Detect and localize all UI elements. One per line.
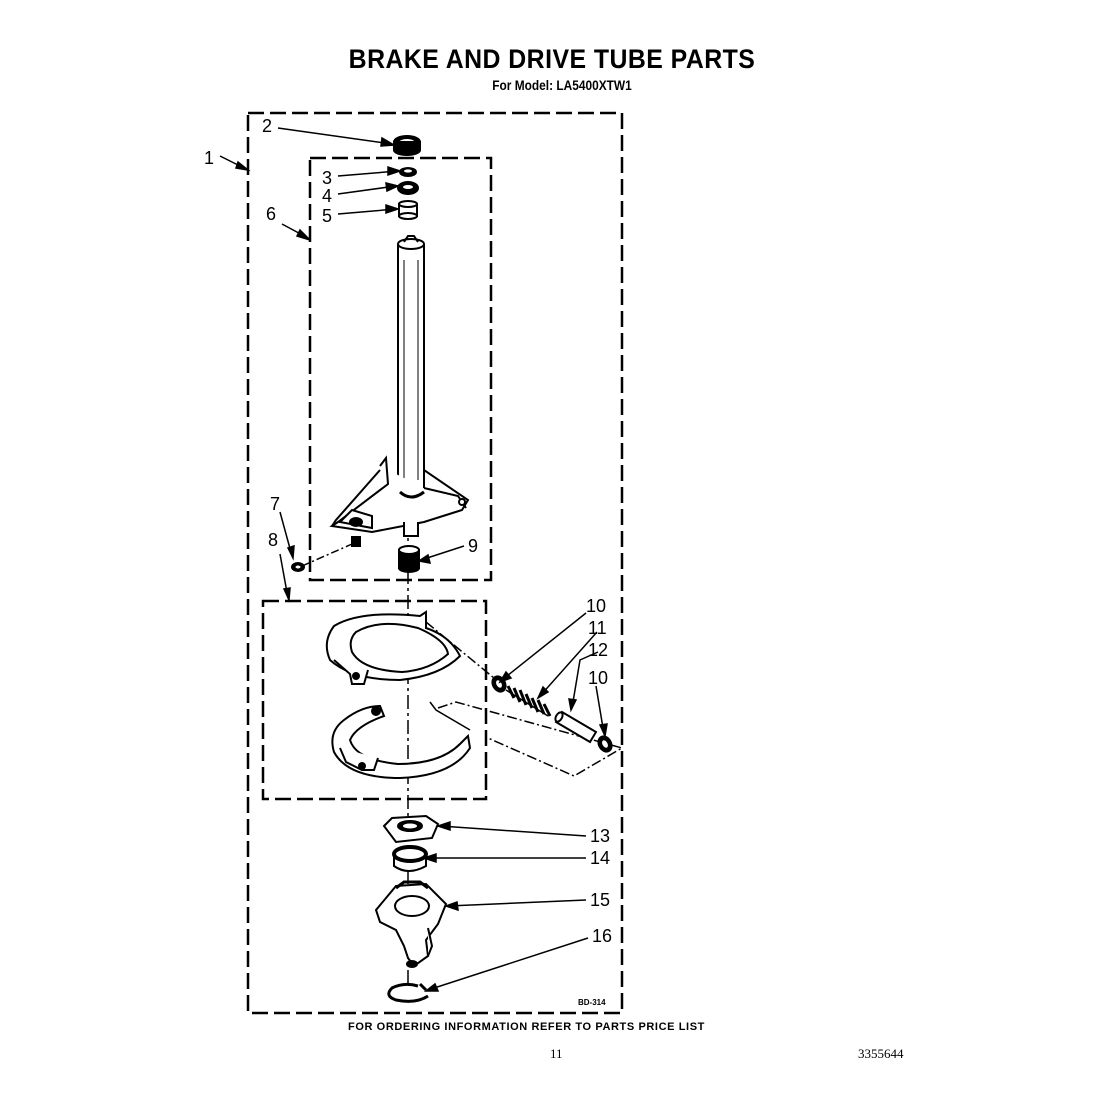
callout-3: 3 <box>322 168 332 188</box>
part-16-retaining-ring <box>387 982 429 1003</box>
callout-1: 1 <box>204 148 214 168</box>
diagram-code: BD-314 <box>578 998 606 1007</box>
callout-9: 9 <box>468 536 478 556</box>
callout-10b: 10 <box>588 668 608 688</box>
callout-13: 13 <box>590 826 610 846</box>
callout-4: 4 <box>322 186 332 206</box>
callout-15: 15 <box>590 890 610 910</box>
part-8-brake-shoe-upper <box>325 610 462 685</box>
callout-10a: 10 <box>586 596 606 616</box>
callout-labels: 1 2 3 4 5 6 7 8 9 10 11 12 10 13 14 15 1… <box>204 116 612 946</box>
page-number: 11 <box>550 1046 563 1061</box>
leader-lines <box>219 127 608 992</box>
part-14-ring <box>392 845 428 872</box>
page-title: BRAKE AND DRIVE TUBE PARTS <box>348 44 756 74</box>
part-6-drive-tube <box>329 235 470 547</box>
part-4-seal <box>397 181 419 195</box>
callout-8: 8 <box>268 530 278 550</box>
callout-12: 12 <box>588 640 608 660</box>
part-8-brake-shoe-lower <box>331 701 472 780</box>
part-5-bushing <box>398 200 418 220</box>
part-2-bearing <box>393 135 421 156</box>
part-9-bearing <box>398 545 420 573</box>
callout-14: 14 <box>590 848 610 868</box>
part-15-brake-housing <box>374 880 448 968</box>
callout-6: 6 <box>266 204 276 224</box>
part-10-washer-right <box>597 735 613 753</box>
part-11-spring <box>505 685 552 717</box>
assembly-box-8 <box>261 599 488 801</box>
part-7-washer <box>291 543 353 572</box>
document-number: 3355644 <box>858 1046 904 1061</box>
model-subtitle: For Model: LA5400XTW1 <box>492 77 632 93</box>
ordering-note: FOR ORDERING INFORMATION REFER TO PARTS … <box>348 1021 705 1033</box>
part-12-pin <box>554 710 598 744</box>
callout-5: 5 <box>322 206 332 226</box>
assembly-box-6 <box>308 156 493 582</box>
spring-connector-lines <box>425 621 624 777</box>
part-3-ring <box>399 167 417 177</box>
callout-7: 7 <box>270 494 280 514</box>
part-13-plate <box>382 814 440 844</box>
assembly-box-1 <box>246 111 624 1015</box>
callout-2: 2 <box>262 116 272 136</box>
callout-16: 16 <box>592 926 612 946</box>
callout-11: 11 <box>588 618 607 638</box>
